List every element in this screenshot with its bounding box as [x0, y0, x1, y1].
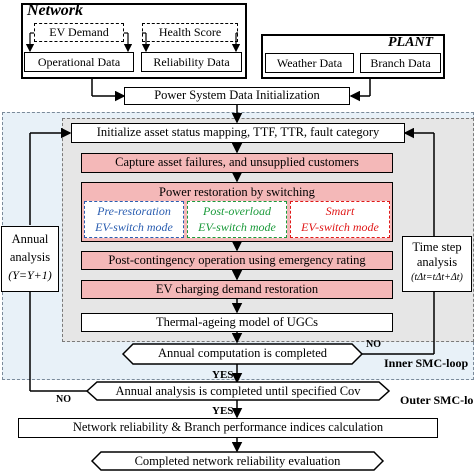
thermal-ageing-box: Thermal-ageing model of UGCs	[81, 313, 393, 332]
post-overload-label: Post-overload	[203, 204, 271, 218]
indices-calculation-box: Network reliability & Branch performance…	[18, 418, 438, 438]
post-overload-mode-box	[187, 201, 287, 238]
outer-smc-loop-label: Outer SMC-lo	[400, 393, 474, 407]
time-step-analysis-box	[402, 236, 472, 292]
inner-smc-loop-label: Inner SMC-loop	[384, 356, 469, 370]
weather-data-box: Weather Data	[265, 53, 354, 73]
completed-evaluation-terminal: Completed network reliability evaluation	[134, 454, 341, 468]
annual-analysis-box	[1, 226, 59, 292]
post-contingency-box: Post-contingency operation using emergen…	[81, 251, 393, 270]
smart-mode-box	[290, 201, 390, 238]
capture-failures-box: Capture asset failures, and unsupplied c…	[81, 153, 393, 173]
plant-title: PLANT	[388, 35, 434, 50]
annual-computation-completed-decision: Annual computation is completed	[157, 346, 328, 360]
plant-group	[261, 34, 445, 79]
power-system-data-initialization-box: Power System Data Initialization	[124, 87, 350, 105]
power-restoration-title: Power restoration by switching	[159, 185, 315, 199]
branch-data-box: Branch Data	[360, 53, 441, 73]
yes-label-outer: YES	[212, 405, 234, 417]
health-score-box: Health Score	[142, 23, 238, 42]
reliability-data-box: Reliability Data	[141, 52, 242, 72]
network-group	[21, 3, 247, 79]
network-title: Network	[27, 2, 83, 19]
pre-restoration-mode-label: EV-switch mode	[95, 220, 173, 234]
no-label-inner: NO	[366, 339, 381, 350]
post-overload-mode-label: EV-switch mode	[198, 220, 276, 234]
until-specified-cov-decision: Annual analysis is completed until speci…	[115, 384, 361, 398]
ev-charging-restoration-box: EV charging demand restoration	[81, 280, 393, 299]
ev-demand-box: EV Demand	[34, 23, 124, 42]
time-step-line2: analysis	[416, 255, 458, 269]
annual-analysis-line3: (Y=Y+1)	[8, 268, 52, 282]
smart-label: Smart	[325, 204, 355, 218]
time-step-line1: Time step	[412, 240, 462, 254]
operational-data-box: Operational Data	[24, 52, 134, 72]
yes-label-inner: YES	[212, 369, 234, 381]
annual-analysis-line2: analysis	[9, 250, 51, 264]
time-step-line3: (tΔt=tΔt+Δt)	[411, 272, 463, 283]
pre-restoration-mode-box	[84, 201, 184, 238]
annual-analysis-line1: Annual	[11, 232, 49, 246]
pre-restoration-label: Pre-restoration	[97, 204, 171, 218]
initialize-asset-status-box: Initialize asset status mapping, TTF, TT…	[71, 123, 405, 143]
smart-mode-label: EV-switch mode	[301, 220, 379, 234]
no-label-outer: NO	[56, 394, 71, 405]
